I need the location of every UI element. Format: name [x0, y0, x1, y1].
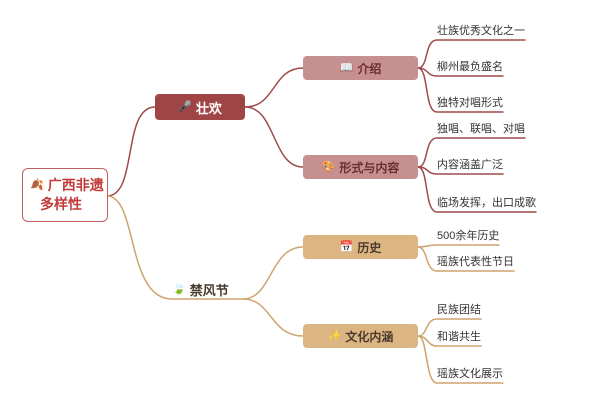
branch-label: 壮欢 [195, 100, 222, 116]
branch-node-jinfengjie[interactable]: 🍃 禁风节 [172, 281, 243, 298]
microphone-icon: 🎤 [178, 100, 192, 113]
sparkles-icon: ✨ [327, 329, 342, 342]
connector-jinfengjie-wenhua [242, 298, 304, 337]
child-label: 形式与内容 [339, 160, 400, 175]
connector-leaf [417, 335, 482, 347]
root-label-line2: 多样性 [40, 196, 82, 212]
connector-root-jinfengjie [106, 195, 244, 300]
connector-leaf [417, 318, 482, 337]
leaf-item[interactable]: 壮族优秀文化之一 [437, 25, 525, 37]
leaf-item[interactable]: 500余年历史 [437, 230, 500, 242]
leaf-icon: 🍃 [172, 283, 186, 295]
connector-leaf [417, 137, 526, 168]
leaf-item[interactable]: 独唱、联唱、对唱 [437, 123, 525, 135]
leaf-item[interactable]: 独特对唱形式 [437, 97, 503, 109]
leaf-item[interactable]: 民族团结 [437, 304, 481, 316]
connector-leaf [417, 335, 504, 384]
root-node[interactable]: 🍂 广西非遗 多样性 [22, 168, 108, 222]
leaf-item[interactable]: 内容涵盖广泛 [437, 159, 503, 171]
child-node-xingshi-yu-neirong[interactable]: 🎨 形式与内容 [303, 155, 418, 179]
connector-leaf [417, 67, 504, 113]
connector-leaf [417, 67, 504, 77]
connector-zhuanghuan-xingshi [244, 106, 304, 168]
connector-leaf [417, 39, 526, 69]
branch-node-zhuanghuan[interactable]: 🎤 壮欢 [155, 94, 245, 120]
connector-leaf [417, 246, 515, 272]
palette-icon: 🎨 [321, 160, 336, 173]
book-icon: 📖 [339, 61, 354, 74]
fallen-leaf-icon: 🍂 [30, 179, 44, 192]
root-label-line1: 广西非遗 [47, 177, 104, 194]
connector-jinfengjie-lishi [242, 246, 304, 300]
calendar-icon: 📅 [339, 240, 354, 253]
leaf-item[interactable]: 临场发挥，出口成歌 [437, 197, 536, 209]
child-label: 文化内涵 [345, 329, 394, 344]
connector-root-zhuanghuan [106, 106, 156, 197]
leaf-item[interactable]: 瑶族代表性节日 [437, 256, 514, 268]
child-node-wenhua-neihan[interactable]: ✨ 文化内涵 [303, 324, 418, 348]
connector-leaf [417, 244, 500, 248]
child-label: 历史 [357, 240, 382, 255]
connector-zhuanghuan-jieshao [244, 67, 304, 108]
child-node-lishi[interactable]: 📅 历史 [303, 235, 418, 259]
child-label: 介绍 [357, 61, 382, 76]
leaf-item[interactable]: 和谐共生 [437, 331, 481, 343]
root-line1: 🍂 广西非遗 [30, 176, 104, 195]
connector-leaf [417, 166, 504, 175]
leaf-item[interactable]: 柳州最负盛名 [437, 61, 503, 73]
connector-leaf [417, 166, 537, 213]
child-node-jieshao[interactable]: 📖 介绍 [303, 56, 418, 80]
leaf-item[interactable]: 瑶族文化展示 [437, 368, 503, 380]
branch-label: 禁风节 [189, 283, 229, 298]
